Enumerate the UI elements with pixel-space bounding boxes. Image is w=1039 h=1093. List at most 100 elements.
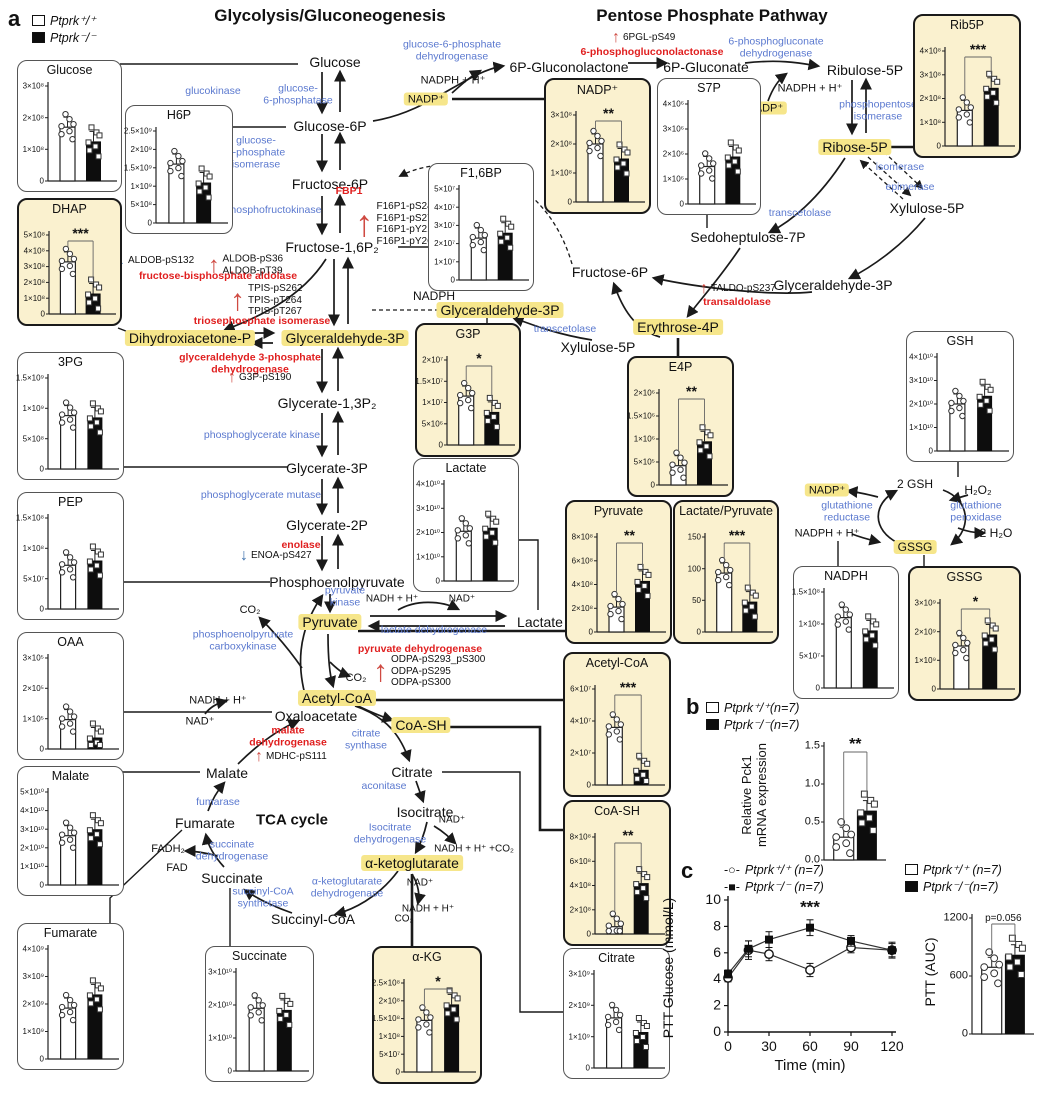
svg-text:1×10⁸: 1×10⁸ — [799, 620, 820, 629]
svg-text:1×10⁸: 1×10⁸ — [23, 145, 44, 154]
svg-text:2×10⁵: 2×10⁵ — [23, 684, 44, 693]
node-glycerate-1-3p: Glycerate-1,3P₂ — [277, 395, 377, 411]
svg-text:4: 4 — [713, 970, 721, 986]
enzyme-blue-transcetolase: transcetolase — [768, 207, 832, 220]
chart-title-gssg: GSSG — [946, 570, 983, 584]
svg-text:100: 100 — [688, 564, 702, 573]
enzyme-red-enolase: enolase — [281, 539, 321, 552]
svg-text:1.5×10⁸: 1.5×10⁸ — [372, 1014, 400, 1023]
node-acetyl-coa: Acetyl-CoA — [297, 690, 377, 706]
svg-text:6×10⁸: 6×10⁸ — [570, 857, 591, 866]
svg-text:2×10⁷: 2×10⁷ — [434, 239, 455, 248]
enzyme-blue-epimerase: epimerase — [885, 181, 935, 194]
enzyme-blue-phosphofructokinase: phosphofructokinase — [224, 204, 322, 217]
svg-text:0: 0 — [586, 1064, 591, 1073]
node-glucose: Glucose — [309, 54, 361, 70]
node-glyceraldehyde-3p: Glyceraldehyde-3P — [281, 330, 409, 346]
node-fructose-6p: Fructose-6P — [291, 176, 369, 192]
svg-text:2: 2 — [713, 997, 721, 1013]
svg-text:1×10⁶: 1×10⁶ — [663, 175, 684, 184]
chart-title-fumarate: Fumarate — [43, 926, 98, 940]
chart-title-nadp: NADP⁺ — [576, 83, 619, 97]
svg-text:p=0.056: p=0.056 — [985, 913, 1022, 924]
enzyme-red-transaldolase: transaldolase — [703, 296, 771, 309]
svg-text:1200: 1200 — [944, 912, 968, 924]
ko-swatch — [706, 719, 719, 730]
node-xylulose-5p: Xylulose-5P — [889, 200, 965, 216]
svg-text:1×10⁹: 1×10⁹ — [915, 656, 936, 665]
node-nadp: NADP⁺ — [804, 483, 850, 497]
svg-text:2×10⁸: 2×10⁸ — [24, 278, 45, 287]
node-fad: FAD — [166, 862, 188, 874]
chart-title-g3p: G3P — [455, 327, 481, 341]
title-ppp: Pentose Phosphate Pathway — [596, 6, 828, 25]
svg-text:3×10⁵: 3×10⁵ — [23, 654, 44, 663]
node-oxaloacetate: Oxaloacetate — [274, 708, 358, 724]
svg-text:0: 0 — [568, 198, 573, 207]
wt-label: Ptprk⁺/⁺(n=7) — [724, 701, 800, 715]
ko-label: Ptprk⁻/⁻(n=7) — [724, 718, 800, 732]
chart-title-citrate: Citrate — [598, 951, 635, 965]
ko-label: Ptprk⁻/⁻ — [50, 31, 96, 45]
svg-text:1.5×10⁸: 1.5×10⁸ — [792, 588, 820, 597]
svg-text:1×10⁸: 1×10⁸ — [23, 544, 44, 553]
svg-text:3×10⁸: 3×10⁸ — [920, 70, 941, 79]
svg-text:2×10⁹: 2×10⁹ — [569, 1001, 590, 1010]
node-nadh-h: NADH + H⁺ — [365, 593, 419, 605]
legend-panel-c-bar: Ptprk⁺/⁺ (n=7) Ptprk⁻/⁻(n=7) — [905, 862, 1002, 896]
legend-ko-row: Ptprk⁻/⁻ — [32, 30, 96, 45]
svg-text:50: 50 — [692, 596, 701, 605]
node-malate: Malate — [205, 765, 249, 781]
svg-text:120: 120 — [880, 1038, 904, 1054]
svg-text:1×10⁸: 1×10⁸ — [24, 294, 45, 303]
svg-text:2×10⁸: 2×10⁸ — [551, 140, 572, 149]
svg-text:0: 0 — [40, 177, 45, 186]
legend-c-ko-row: -■-Ptprk⁻/⁻ (n=7) — [724, 879, 824, 895]
up-arrow-icon: ↑ — [228, 368, 236, 386]
wt-line-marker-icon: -○- — [724, 862, 740, 877]
node-glucose-6p: Glucose-6P — [293, 118, 367, 134]
svg-text:4×10⁷: 4×10⁷ — [434, 203, 455, 212]
chart-title-pg3: 3PG — [57, 355, 83, 369]
svg-text:0: 0 — [439, 441, 444, 450]
phospho-mdhc-ps111: ↑MDHC-pS111 — [255, 748, 327, 764]
node-nad: NAD⁺ — [438, 814, 466, 826]
svg-text:***: *** — [800, 898, 820, 917]
svg-text:2×10¹⁰: 2×10¹⁰ — [20, 843, 44, 852]
ko-line-marker-icon: -■- — [724, 879, 740, 894]
down-arrow-icon: ↓ — [240, 546, 248, 564]
svg-text:1.5×10⁶: 1.5×10⁶ — [627, 412, 655, 421]
svg-text:1×10⁸: 1×10⁸ — [920, 118, 941, 127]
chart-title-akg: α-KG — [412, 950, 442, 964]
node-glyceraldehyde-3p: Glyceraldehyde-3P — [773, 277, 893, 293]
svg-text:1×10⁹: 1×10⁹ — [23, 404, 44, 413]
enzyme-blue-transcetolase: transcetolase — [533, 323, 597, 336]
svg-text:6: 6 — [713, 944, 721, 960]
svg-text:1×10⁸: 1×10⁸ — [551, 169, 572, 178]
svg-text:0: 0 — [962, 1028, 968, 1040]
wt-label: Ptprk⁺/⁺ (n=7) — [923, 863, 1002, 877]
node-nadh-h: NADH + H⁺ — [401, 903, 455, 915]
chart-title-gsh: GSH — [946, 334, 974, 348]
svg-text:8×10⁸: 8×10⁸ — [572, 533, 593, 542]
enzyme-blue-phosphoglycerate-kinase: phosphoglycerate kinase — [203, 429, 321, 442]
phospho-lines: 6PGL-pS49 — [623, 32, 676, 44]
